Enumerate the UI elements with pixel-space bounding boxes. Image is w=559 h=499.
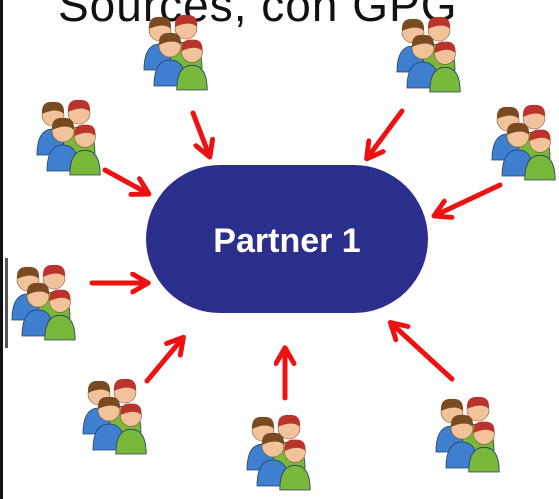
arrow-top-left: [190, 110, 209, 155]
user-group-icon: [82, 378, 147, 455]
partner-hub-node: [146, 165, 428, 313]
user-group-icon: [143, 14, 208, 91]
top-caption: Sources, con GPG: [58, 0, 458, 31]
left-border: [0, 0, 3, 499]
user-group-icon: [11, 264, 76, 341]
person-icon: [44, 289, 76, 341]
people-groups-layer: [11, 14, 556, 491]
person-icon: [279, 439, 311, 491]
user-group-icon: [36, 99, 101, 176]
person-icon: [429, 41, 461, 93]
user-group-icon: [396, 16, 461, 93]
arrow-upper-left: [102, 167, 147, 193]
partner-hub-label: Partner 1: [213, 222, 360, 260]
user-group-icon: [246, 414, 311, 491]
person-icon: [524, 129, 556, 181]
user-group-icon: [491, 104, 556, 181]
arrow-lower-left: [144, 339, 182, 384]
person-icon: [69, 124, 101, 176]
user-group-icon: [435, 396, 500, 473]
person-icon: [176, 39, 208, 91]
arrows-layer: [89, 108, 503, 401]
arrow-top-right: [368, 108, 405, 157]
left-border-tick: [5, 258, 8, 348]
arrow-upper-right: [436, 182, 503, 215]
person-icon: [115, 403, 147, 455]
arrow-lower-right: [392, 324, 455, 382]
person-icon: [468, 421, 500, 473]
